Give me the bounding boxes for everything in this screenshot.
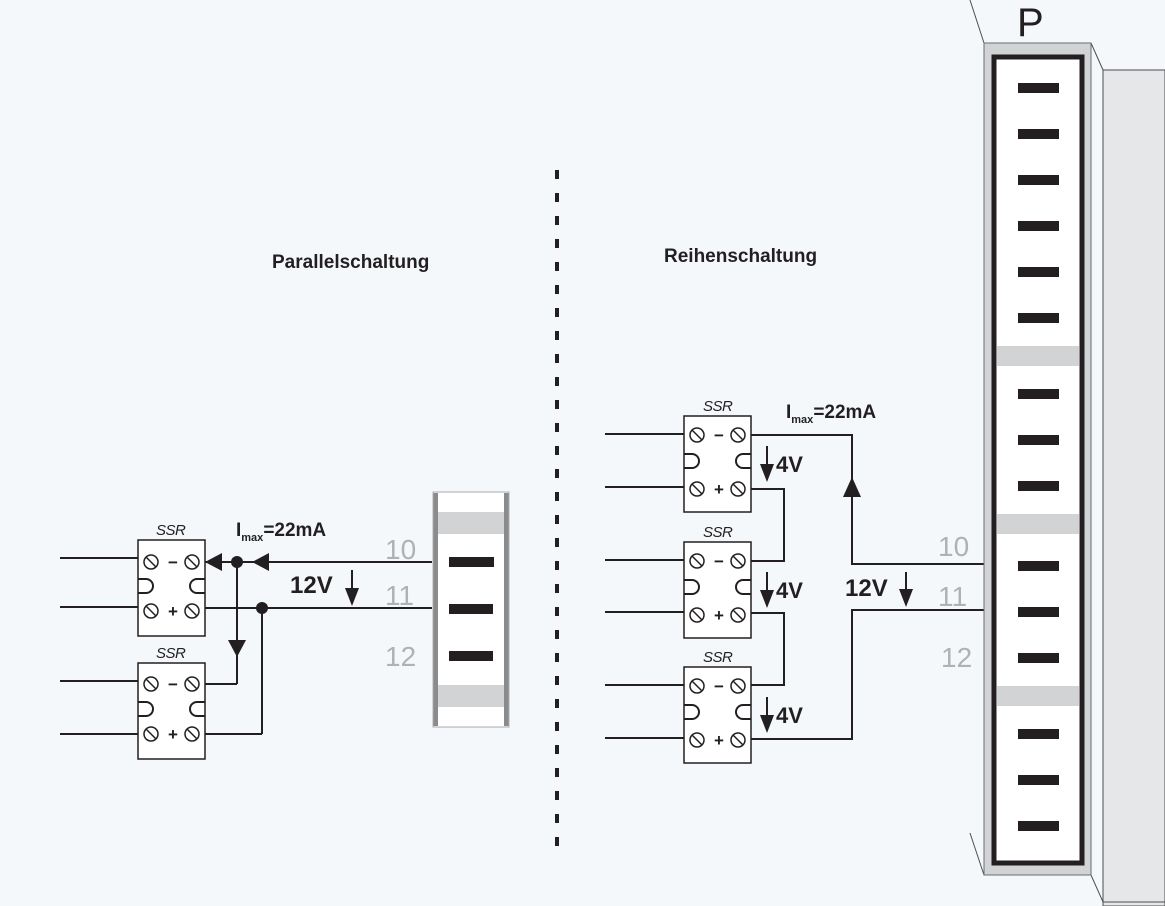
pin-contact	[1018, 129, 1059, 139]
pin-number: 10	[385, 534, 416, 565]
ssr-label: SSR	[156, 522, 186, 539]
arrow-down-icon	[228, 640, 246, 657]
pin-contact	[1018, 821, 1059, 831]
ssr-label: SSR	[703, 524, 733, 541]
voltage-label: 12V	[845, 575, 888, 602]
screw-icon	[689, 481, 705, 497]
pin-contact	[449, 604, 493, 614]
pin-number: 12	[385, 641, 416, 672]
pin-contact	[1018, 481, 1059, 491]
terminal-block-detail	[432, 491, 510, 728]
screw-icon	[689, 732, 705, 748]
screw-icon	[689, 427, 705, 443]
ssr-label: SSR	[703, 398, 733, 415]
pin-contact	[1018, 435, 1059, 445]
ssr-voltage-label: 4V	[776, 578, 803, 603]
pin-contact	[1018, 221, 1059, 231]
ssr-label: SSR	[156, 645, 186, 662]
screw-icon	[730, 607, 746, 623]
screw-icon	[730, 481, 746, 497]
voltage-label: 12V	[290, 572, 333, 599]
pin-contact	[1018, 175, 1059, 185]
ssr-module: SSR − +	[137, 645, 206, 760]
connector-separator	[997, 686, 1079, 706]
arrow-down-icon	[760, 590, 774, 608]
screw-icon	[730, 732, 746, 748]
pin-number: 11	[938, 581, 967, 612]
screw-icon	[184, 726, 200, 742]
arrow-down-icon	[760, 715, 774, 733]
screw-icon	[689, 607, 705, 623]
screw-icon	[689, 678, 705, 694]
pin-contact	[1018, 775, 1059, 785]
pin-number: 10	[938, 531, 969, 562]
pin-contact	[1018, 561, 1059, 571]
parallel-circuit: SSR − + SSR − +	[60, 491, 510, 760]
ssr-module: SSR − +4V	[683, 524, 803, 639]
screw-icon	[730, 553, 746, 569]
connector-p: P	[969, 0, 1165, 906]
terminal-plus: +	[714, 731, 724, 750]
arrow-left-icon	[252, 553, 269, 571]
ssr-voltage-label: 4V	[776, 452, 803, 477]
screw-icon	[143, 726, 159, 742]
pin-contact	[449, 557, 494, 567]
ssr-label: SSR	[703, 649, 733, 666]
pin-contact	[1018, 653, 1059, 663]
pin-contact	[1018, 607, 1059, 617]
terminal-plus: +	[168, 602, 178, 621]
pin-contact	[1018, 729, 1059, 739]
terminal-plus: +	[714, 606, 724, 625]
arrow-down-icon	[760, 464, 774, 482]
terminal-minus: −	[714, 426, 724, 445]
connector-label: P	[1017, 1, 1044, 45]
pin-contact	[1018, 313, 1059, 323]
connector-separator	[997, 346, 1079, 366]
pin-contact	[1018, 83, 1059, 93]
series-circuit: SSR − +4V SSR − +4V SSR − +4V Imax=22mA 12V 10 1…	[605, 398, 1040, 764]
ssr-module: SSR − +4V	[683, 398, 803, 513]
terminal-minus: −	[168, 553, 178, 572]
arrow-down-icon	[345, 588, 359, 606]
pin-contact	[449, 651, 493, 661]
pin-number: 12	[941, 642, 972, 673]
terminal-minus: −	[714, 677, 724, 696]
pin-number: 11	[385, 580, 414, 611]
ssr-voltage-label: 4V	[776, 703, 803, 728]
screw-icon	[143, 603, 159, 619]
screw-icon	[184, 554, 200, 570]
screw-icon	[184, 603, 200, 619]
terminal-plus: +	[168, 725, 178, 744]
heading-series: Reihenschaltung	[664, 246, 817, 267]
terminal-plus: +	[714, 480, 724, 499]
screw-icon	[689, 553, 705, 569]
current-label: Imax=22mA	[236, 520, 326, 544]
pin-contact	[1018, 267, 1059, 277]
current-label: Imax=22mA	[786, 402, 876, 426]
connector-separator	[997, 514, 1079, 534]
heading-parallel: Parallelschaltung	[272, 252, 429, 273]
screw-icon	[184, 676, 200, 692]
screw-icon	[143, 554, 159, 570]
terminal-minus: −	[714, 552, 724, 571]
terminal-minus: −	[168, 675, 178, 694]
arrow-left-icon	[205, 553, 222, 571]
screw-icon	[730, 427, 746, 443]
ssr-module: SSR − +	[137, 522, 206, 637]
pin-contact	[1018, 389, 1059, 399]
ssr-module: SSR − +4V	[683, 649, 803, 764]
arrow-up-icon	[843, 477, 861, 497]
screw-icon	[730, 678, 746, 694]
screw-icon	[143, 676, 159, 692]
arrow-down-icon	[899, 589, 913, 607]
